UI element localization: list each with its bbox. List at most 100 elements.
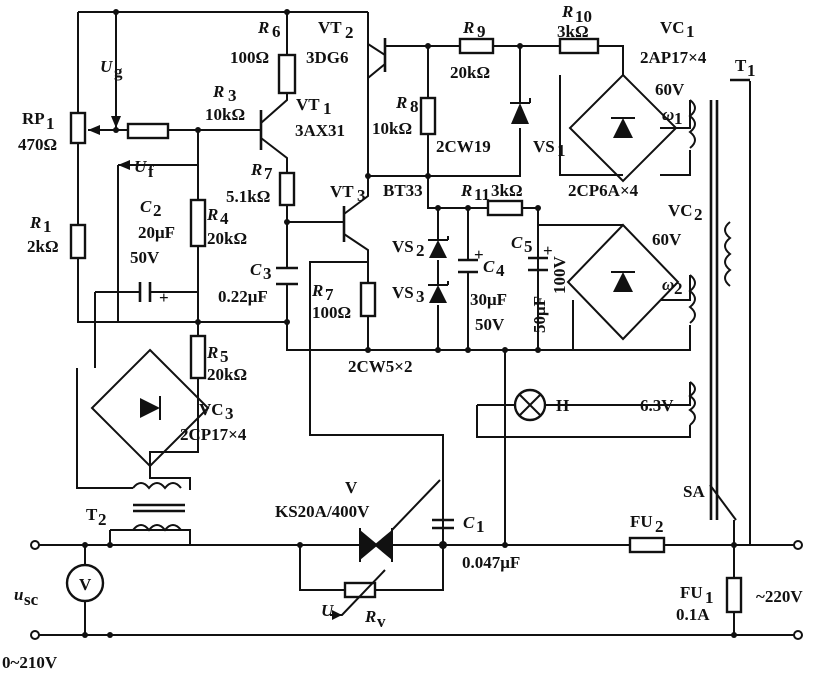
svg-text:1: 1 (674, 109, 683, 128)
resistor-r8 (419, 96, 437, 136)
svg-text:C: C (463, 513, 475, 532)
svg-text:1: 1 (43, 217, 52, 236)
svg-text:100Ω: 100Ω (230, 48, 269, 67)
svg-text:2: 2 (416, 241, 425, 260)
svg-text:VT: VT (296, 95, 320, 114)
resistor-r7a (278, 171, 296, 207)
svg-text:3AX31: 3AX31 (295, 121, 345, 140)
svg-text:2AP17×4: 2AP17×4 (640, 48, 707, 67)
svg-text:2: 2 (345, 23, 354, 42)
svg-text:10kΩ: 10kΩ (372, 119, 412, 138)
bridge-vc3 (90, 348, 210, 468)
svg-text:4: 4 (220, 209, 229, 228)
svg-text:1: 1 (747, 61, 756, 80)
svg-text:2CW5×2: 2CW5×2 (348, 357, 412, 376)
svg-text:R: R (561, 2, 573, 21)
bridge-vc2 (566, 223, 680, 341)
fuse-fu2 (628, 536, 666, 554)
svg-text:1: 1 (557, 141, 566, 160)
svg-text:R: R (311, 281, 323, 300)
svg-text:R: R (460, 181, 472, 200)
svg-text:20kΩ: 20kΩ (207, 229, 247, 248)
svg-text:60V: 60V (652, 230, 682, 249)
svg-text:R: R (212, 82, 224, 101)
transformer-t2 (132, 482, 185, 532)
svg-text:0.22μF: 0.22μF (218, 287, 268, 306)
svg-text:2CP17×4: 2CP17×4 (180, 425, 247, 444)
capacitor-c1 (432, 518, 454, 530)
potentiometer-rp1 (69, 111, 87, 145)
svg-text:U: U (134, 157, 147, 176)
svg-text:V: V (79, 575, 92, 594)
svg-text:7: 7 (264, 164, 273, 183)
resistor-r3 (126, 122, 170, 140)
svg-text:100Ω: 100Ω (312, 303, 351, 322)
voltmeter (65, 563, 105, 603)
svg-text:VC: VC (668, 201, 693, 220)
svg-text:SA: SA (683, 482, 705, 501)
svg-text:C: C (250, 260, 262, 279)
svg-text:1: 1 (705, 588, 714, 607)
svg-text:11: 11 (474, 185, 490, 204)
svg-text:R: R (250, 160, 262, 179)
svg-text:T: T (86, 505, 98, 524)
svg-text:VC: VC (199, 400, 224, 419)
svg-text:2CP6A×4: 2CP6A×4 (568, 181, 639, 200)
resistor-r5 (189, 334, 207, 380)
resistor-r1 (69, 223, 87, 260)
svg-text:30μF: 30μF (470, 290, 507, 309)
capacitor-c2 (138, 282, 168, 302)
svg-text:R: R (395, 93, 407, 112)
svg-text:VS: VS (392, 283, 414, 302)
svg-text:ω: ω (662, 275, 674, 294)
zener-vs3 (428, 281, 449, 303)
svg-text:R: R (364, 607, 376, 626)
svg-text:10kΩ: 10kΩ (205, 105, 245, 124)
svg-text:5.1kΩ: 5.1kΩ (226, 187, 270, 206)
svg-text:3kΩ: 3kΩ (557, 22, 589, 41)
svg-text:R: R (206, 205, 218, 224)
svg-text:VC: VC (660, 18, 685, 37)
svg-text:0.047μF: 0.047μF (462, 553, 520, 572)
svg-text:3: 3 (228, 86, 237, 105)
svg-text:10: 10 (575, 7, 592, 26)
svg-text:2: 2 (98, 510, 107, 529)
svg-text:BT33: BT33 (383, 181, 423, 200)
wires (38, 11, 795, 636)
zener-vs2 (428, 236, 449, 258)
svg-text:R: R (257, 18, 269, 37)
resistor-r11 (486, 199, 524, 217)
svg-text:2CW19: 2CW19 (436, 137, 491, 156)
svg-text:50V: 50V (130, 248, 160, 267)
bridge-vc1 (568, 73, 678, 183)
svg-text:2: 2 (153, 201, 162, 220)
resistor-r7b (359, 281, 377, 318)
svg-text:3: 3 (357, 186, 366, 205)
svg-text:9: 9 (477, 22, 486, 41)
svg-text:2: 2 (674, 279, 683, 298)
svg-text:VT: VT (318, 18, 342, 37)
svg-text:V: V (345, 478, 358, 497)
svg-text:20μF: 20μF (138, 223, 175, 242)
svg-text:3DG6: 3DG6 (306, 48, 349, 67)
svg-text:2: 2 (655, 517, 664, 536)
svg-text:50μF: 50μF (530, 296, 549, 333)
c5-plus: + (543, 241, 553, 260)
svg-text:C: C (511, 233, 523, 252)
svg-text:0.1A: 0.1A (676, 605, 710, 624)
svg-text:C: C (483, 257, 495, 276)
svg-text:3: 3 (263, 264, 272, 283)
svg-text:4: 4 (496, 261, 505, 280)
svg-text:20kΩ: 20kΩ (207, 365, 247, 384)
junction-dots (82, 9, 737, 638)
svg-text:3: 3 (416, 287, 425, 306)
svg-text:VS: VS (533, 137, 555, 156)
svg-text:0~210V: 0~210V (2, 653, 58, 672)
svg-text:ω: ω (662, 105, 674, 124)
svg-text:1: 1 (686, 22, 695, 41)
svg-text:R: R (29, 213, 41, 232)
svg-text:sc: sc (24, 590, 39, 609)
svg-text:5: 5 (220, 347, 229, 366)
svg-text:KS20A/400V: KS20A/400V (275, 502, 370, 521)
